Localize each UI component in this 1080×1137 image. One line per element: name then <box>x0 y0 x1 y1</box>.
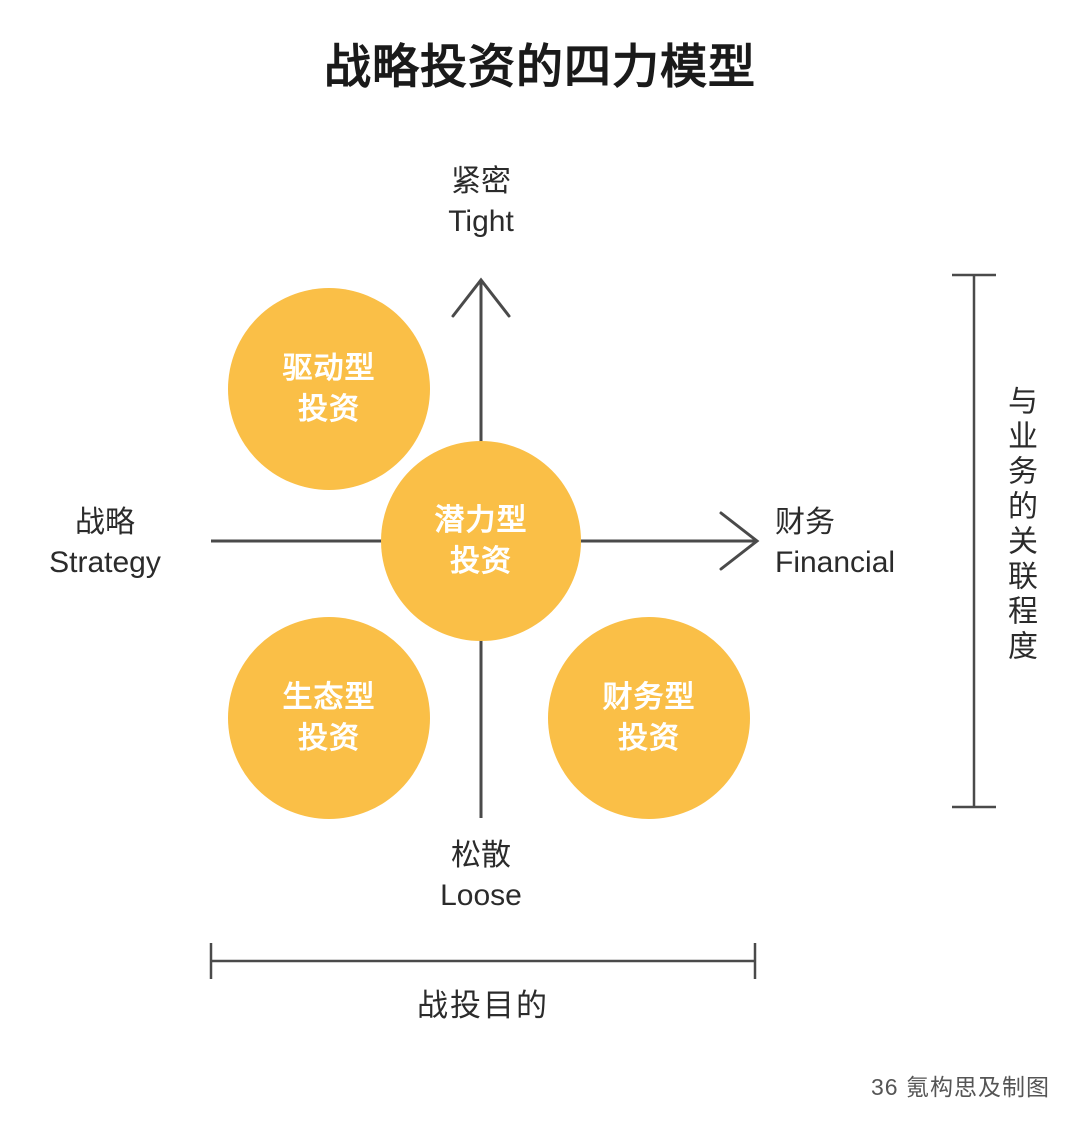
page-title: 战略投资的四力模型 <box>324 40 756 93</box>
axis-label-strategy-cn: 战略 <box>75 506 135 539</box>
vertical-axis-arrowhead-icon <box>451 277 511 318</box>
axis-label-loose-en: Loose <box>440 878 522 912</box>
axis-label-financial-en: Financial <box>775 545 896 579</box>
axis-label-strategy-en: Strategy <box>49 545 161 579</box>
axis-label-financial: 财务 Financial <box>775 503 975 582</box>
bottom-bracket-label: 战投目的 <box>417 988 549 1023</box>
axis-label-loose: 松散 Loose <box>0 836 962 915</box>
axis-label-tight-en: Tight <box>448 204 514 238</box>
axis-label-tight-cn: 紧密 <box>451 165 511 198</box>
bubble-eco-line1: 生态型 <box>282 680 376 714</box>
bubble-potential-investment[interactable]: 潜力型 投资 <box>381 441 581 641</box>
bubble-eco-line2: 投资 <box>298 722 360 755</box>
axis-label-financial-cn: 财务 <box>775 506 835 539</box>
bubble-driver-line1: 驱动型 <box>282 351 376 385</box>
bubble-financial-investment[interactable]: 财务型 投资 <box>548 617 750 819</box>
axis-label-loose-cn: 松散 <box>451 839 511 872</box>
bubble-driver-line2: 投资 <box>298 393 360 426</box>
axis-label-tight: 紧密 Tight <box>0 162 962 241</box>
bubble-potential-line1: 潜力型 <box>434 503 528 537</box>
axis-label-strategy: 战略 Strategy <box>10 503 200 582</box>
bubble-financial-line1: 财务型 <box>602 680 696 714</box>
right-bracket-label: 与业务的关联程度 <box>1003 385 1036 665</box>
credit-text: 36 氪构思及制图 <box>871 1074 1050 1100</box>
horizontal-axis-arrowhead-icon <box>719 511 760 571</box>
bubble-ecosystem-investment[interactable]: 生态型 投资 <box>228 617 430 819</box>
bubble-driver-investment[interactable]: 驱动型 投资 <box>228 288 430 490</box>
bubble-financial-line2: 投资 <box>618 722 680 755</box>
bubble-potential-line2: 投资 <box>450 545 512 578</box>
